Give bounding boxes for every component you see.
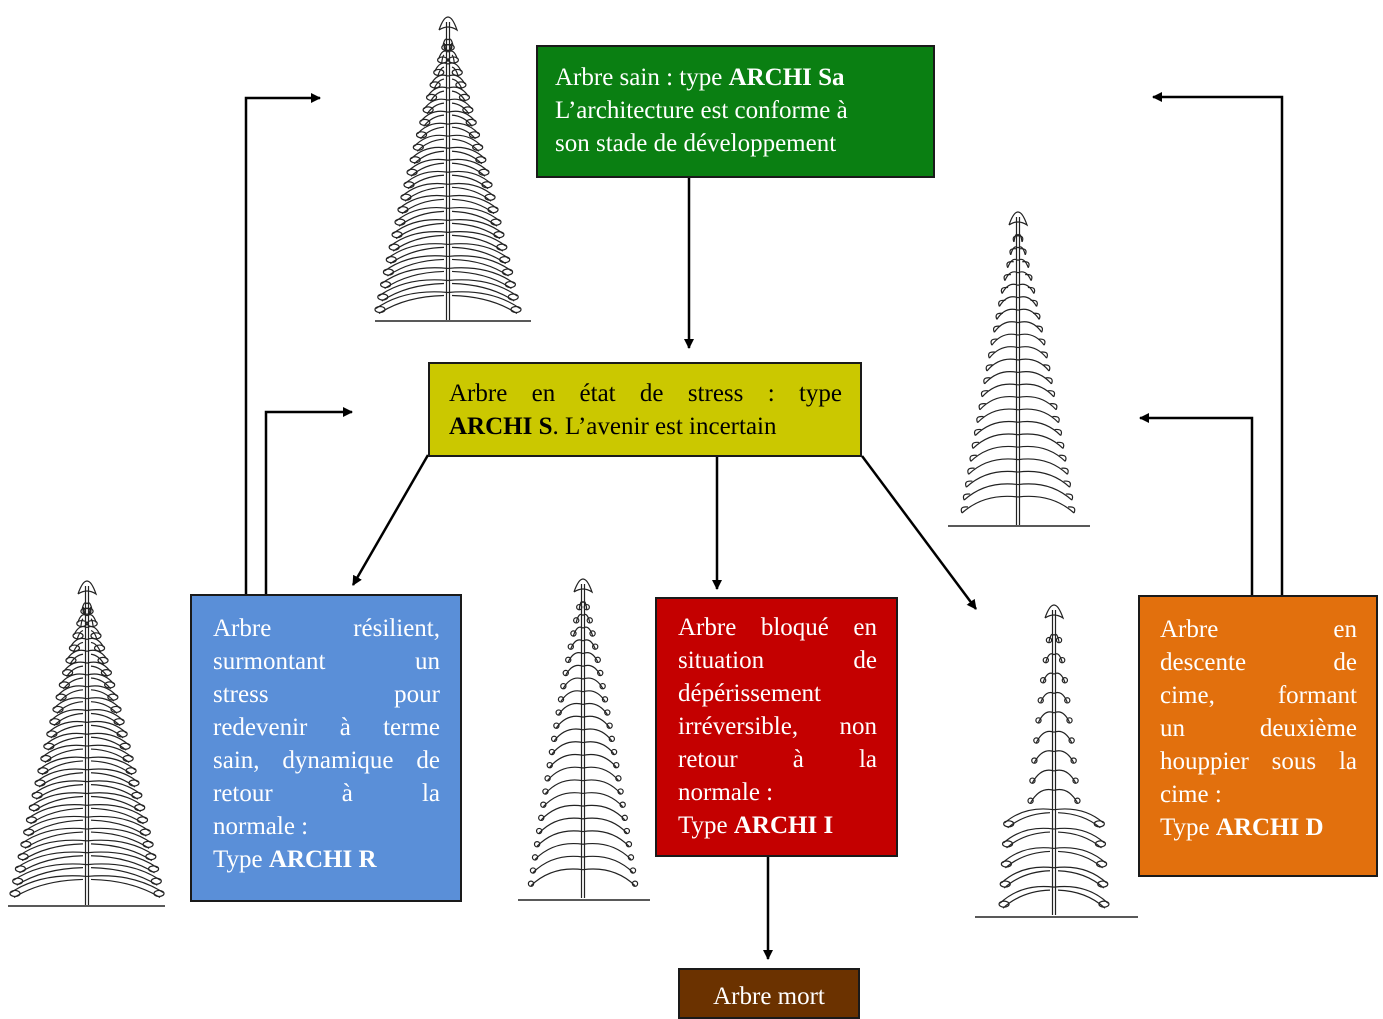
box-sain-line2: L’architecture est conforme à	[555, 97, 848, 124]
box-arbre-sain: Arbre sain : type ARCHI Sa L’architectur…	[536, 45, 935, 178]
box-descente-line: cime :	[1160, 781, 1222, 808]
box-resilient-line: stress pour	[213, 681, 440, 708]
box-resilient-line: surmontant un	[213, 648, 440, 675]
box-bloque-line: retour à la	[678, 746, 877, 773]
conifer-tree-s	[960, 211, 1076, 525]
box-resilient-line: retour à la	[213, 780, 440, 807]
box-stress-type: ARCHI S	[449, 413, 553, 440]
box-bloque-line: dépérissement	[678, 680, 822, 707]
box-arbre-mort: Arbre mort	[678, 968, 860, 1019]
arrow-descente-to-tree-sa	[1152, 92, 1284, 595]
box-descente-line: Arbre en	[1160, 616, 1357, 643]
box-sain-type: ARCHI Sa	[728, 64, 845, 91]
box-bloque-line: normale :	[678, 779, 774, 806]
arrow-descente-to-tree-s	[1139, 413, 1254, 595]
box-arbre-bloque: Arbre bloqué en situation de dépérisseme…	[655, 597, 898, 857]
box-descente-line: houppier sous la	[1160, 748, 1357, 775]
box-arbre-stress: Arbre en état de stress : type ARCHI S. …	[428, 362, 862, 457]
box-mort-label: Arbre mort	[713, 983, 825, 1010]
conifer-tree-sa	[374, 16, 522, 320]
box-resilient-line: sain, dynamique de	[213, 747, 440, 774]
arrow-resilient-to-tree-sa	[244, 93, 321, 594]
box-resilient-line: Arbre résilient,	[213, 615, 440, 642]
conifer-tree-r	[9, 580, 165, 905]
box-descente-line: cime, formant	[1160, 682, 1357, 709]
box-descente-line: descente de	[1160, 649, 1357, 676]
arrow-stress-to-tree-d	[860, 455, 978, 610]
box-arbre-descente: Arbre en descente de cime, formant un de…	[1138, 595, 1378, 877]
box-sain-line1-text: Arbre sain : type	[555, 64, 729, 91]
conifer-tree-d	[998, 604, 1110, 915]
box-resilient-line: normale :	[213, 813, 309, 840]
box-bloque-type-prefix: Type	[678, 812, 734, 839]
box-arbre-resilient: Arbre résilient, surmontant un stress po…	[190, 594, 462, 902]
box-stress-line2-text: . L’avenir est incertain	[552, 413, 777, 440]
box-descente-line: un deuxième	[1160, 715, 1357, 742]
box-bloque-line: Arbre bloqué en	[678, 614, 877, 641]
box-sain-line3: son stade de développement	[555, 130, 837, 157]
box-resilient-line: redevenir à terme	[213, 714, 440, 741]
box-descente-type-prefix: Type	[1160, 814, 1216, 841]
box-stress-line1: Arbre en état de stress : type	[449, 380, 842, 407]
conifer-tree-i	[527, 578, 639, 898]
arrow-stress-to-resilient	[351, 454, 430, 586]
box-bloque-line: irréversible, non	[678, 713, 877, 740]
box-descente-type: ARCHI D	[1215, 814, 1324, 841]
arrow-resilient-to-tree-s	[264, 407, 353, 594]
box-bloque-type: ARCHI I	[733, 812, 834, 839]
box-resilient-type-prefix: Type	[213, 846, 269, 873]
box-bloque-line: situation de	[678, 647, 877, 674]
box-resilient-type: ARCHI R	[268, 846, 377, 873]
